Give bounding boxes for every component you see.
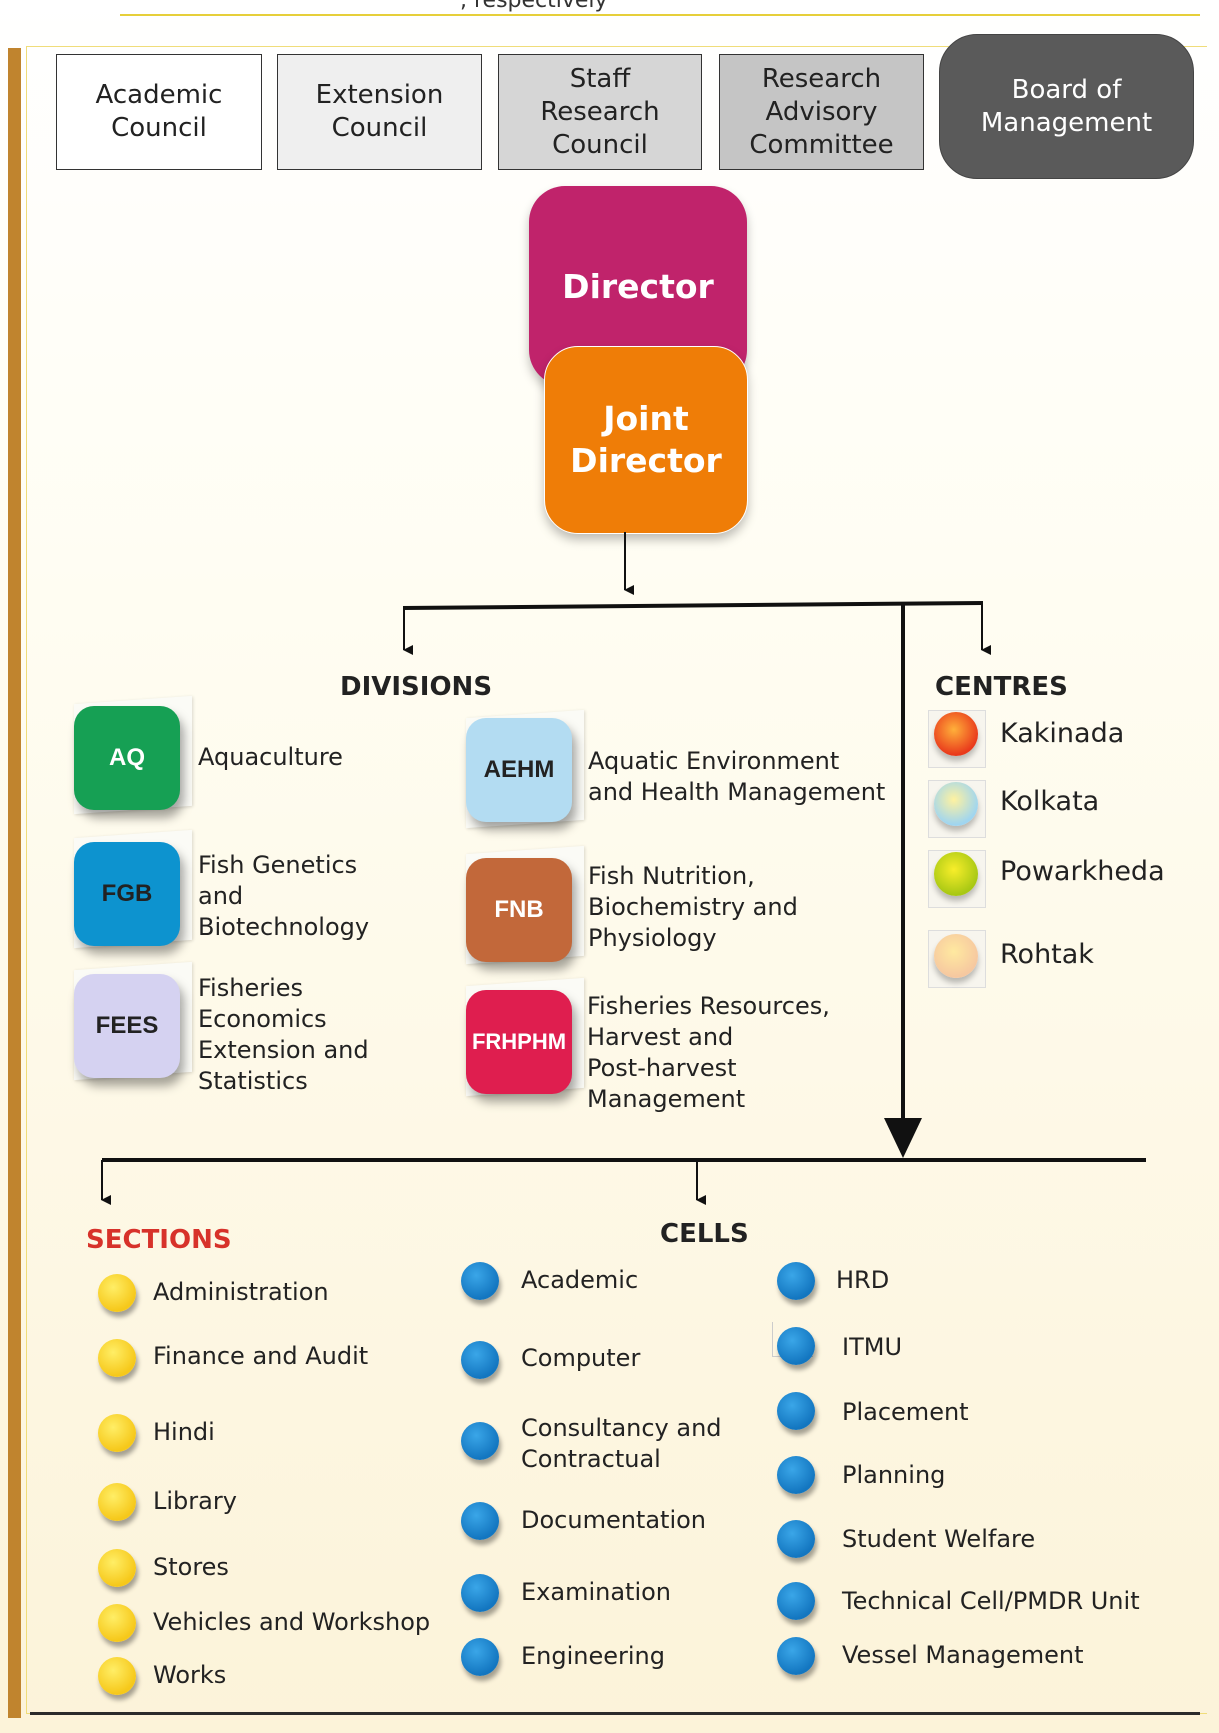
division-label-aquaculture: Aquaculture (198, 743, 343, 771)
cell-item-hrd: HRD (836, 1266, 890, 1294)
division-label-fish-nutrition: Fish Nutrition, Biochemistry and Physiol… (588, 862, 798, 952)
orb-icon-kakinada (934, 712, 978, 756)
council-box-staff-research: Staff Research Council (498, 54, 702, 170)
bullet-dot-icon (461, 1262, 499, 1300)
bullet-dot-icon (98, 1274, 136, 1312)
bullet-dot-icon (461, 1502, 499, 1540)
division-tile-fees: FEES (74, 974, 180, 1078)
bullet-dot-icon (461, 1574, 499, 1612)
division-tile-frhphm: FRHPHM (466, 990, 572, 1094)
bullet-dot-icon (777, 1327, 815, 1365)
bullet-dot-icon (777, 1262, 815, 1300)
branch-line (402, 601, 984, 610)
section-item-finance: Finance and Audit (153, 1342, 369, 1370)
bullet-dot-icon (777, 1392, 815, 1430)
top-rule (120, 14, 1200, 16)
bullet-dot-icon (98, 1549, 136, 1587)
bullet-dot-icon (777, 1456, 815, 1494)
bullet-dot-icon (461, 1341, 499, 1379)
council-box-board-of-management: Board of Management (939, 34, 1194, 179)
bullet-dot-icon (777, 1520, 815, 1558)
bullet-dot-icon (777, 1637, 815, 1675)
division-tile-aq: AQ (74, 706, 180, 810)
cell-item-vessel-management: Vessel Management (842, 1641, 1084, 1669)
centres-heading: CENTRES (935, 672, 1068, 702)
cell-item-student-welfare: Student Welfare (842, 1525, 1036, 1553)
cell-item-itmu: ITMU (842, 1333, 903, 1361)
section-item-library: Library (153, 1487, 237, 1515)
centre-label-kakinada: Kakinada (1000, 718, 1125, 749)
main-arrowhead (884, 1118, 922, 1158)
bullet-dot-icon (98, 1483, 136, 1521)
section-item-stores: Stores (153, 1553, 229, 1581)
truncated-heading-text: , respectively (460, 0, 608, 13)
joint-director-box: Joint Director (544, 346, 748, 534)
council-box-research-advisory: Research Advisory Committee (719, 54, 924, 170)
cell-item-documentation: Documentation (521, 1506, 707, 1534)
centre-label-rohtak: Rohtak (1000, 939, 1094, 970)
bottom-rule (30, 1712, 1200, 1715)
cell-item-placement: Placement (842, 1398, 969, 1426)
section-item-hindi: Hindi (153, 1418, 215, 1446)
cell-item-computer: Computer (521, 1344, 641, 1372)
orb-icon-rohtak (934, 934, 978, 978)
division-label-fish-genetics: Fish Genetics and Biotechnology (198, 851, 370, 941)
bullet-dot-icon (98, 1657, 136, 1695)
bullet-dot-icon (461, 1422, 499, 1460)
council-box-extension: Extension Council (277, 54, 482, 170)
bullet-dot-icon (98, 1414, 136, 1452)
division-label-fisheries-resources: Fisheries Resources, Harvest and Post-ha… (587, 992, 830, 1113)
bullet-dot-icon (98, 1604, 136, 1642)
division-label-fisheries-economics: Fisheries Economics Extension and Statis… (198, 974, 369, 1095)
cell-item-consultancy: Consultancy and Contractual (521, 1414, 722, 1473)
section-item-administration: Administration (153, 1278, 329, 1306)
orb-icon-kolkata (934, 782, 978, 826)
division-tile-fgb: FGB (74, 842, 180, 946)
division-tile-fnb: FNB (466, 858, 572, 962)
left-accent-bar (8, 48, 21, 1718)
divisions-heading: DIVISIONS (340, 672, 493, 702)
orb-icon-powarkheda (934, 852, 978, 896)
bullet-dot-icon (777, 1582, 815, 1620)
cells-heading: CELLS (660, 1219, 749, 1249)
centre-label-powarkheda: Powarkheda (1000, 856, 1165, 887)
bullet-dot-icon (98, 1339, 136, 1377)
section-item-works: Works (153, 1661, 227, 1689)
cell-item-technical-cell: Technical Cell/PMDR Unit (842, 1587, 1140, 1615)
cell-item-engineering: Engineering (521, 1642, 665, 1670)
sections-heading: SECTIONS (86, 1225, 232, 1255)
centre-label-kolkata: Kolkata (1000, 786, 1100, 817)
council-box-academic: Academic Council (56, 54, 262, 170)
division-label-aquatic-environment: Aquatic Environment and Health Managemen… (588, 747, 886, 806)
cell-item-academic: Academic (521, 1266, 639, 1294)
bullet-dot-icon (461, 1638, 499, 1676)
section-item-vehicles: Vehicles and Workshop (153, 1608, 431, 1636)
cell-item-planning: Planning (842, 1461, 946, 1489)
division-tile-aehm: AEHM (466, 718, 572, 822)
cell-item-examination: Examination (521, 1578, 672, 1606)
